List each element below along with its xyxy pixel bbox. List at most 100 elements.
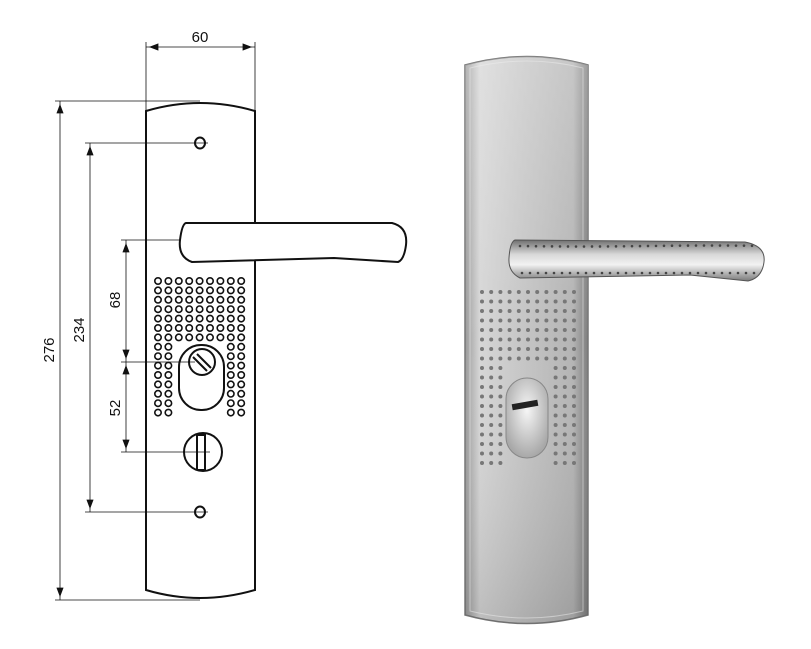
dot [498, 432, 503, 437]
dot [507, 337, 512, 342]
photo-handle-dots [518, 244, 756, 275]
dot [164, 314, 173, 323]
dot [226, 305, 235, 314]
dot [185, 286, 194, 295]
dot [480, 375, 484, 380]
dot [560, 271, 564, 275]
dot [550, 245, 554, 248]
dot [553, 337, 558, 342]
dot [226, 323, 235, 332]
dot [742, 244, 746, 247]
dot [237, 323, 246, 332]
dot [498, 375, 503, 380]
dot [480, 290, 484, 294]
dot [174, 305, 183, 314]
dot [237, 352, 246, 361]
dot [489, 290, 494, 294]
dot [489, 299, 494, 304]
dot [226, 399, 235, 408]
dot [489, 413, 494, 418]
dot [606, 245, 610, 248]
dot [237, 408, 246, 417]
dot [562, 404, 567, 408]
dot [572, 404, 576, 408]
dot [670, 244, 674, 247]
dot [562, 413, 567, 418]
dot [195, 286, 204, 295]
dot [507, 318, 512, 323]
cylinder-escutcheon [178, 344, 225, 411]
dot [237, 295, 246, 304]
dot [195, 333, 204, 342]
dot [702, 244, 706, 247]
dot [584, 271, 588, 275]
dot [572, 451, 576, 456]
dot [572, 337, 576, 342]
dot [195, 314, 204, 323]
dot [632, 271, 636, 275]
dot [544, 271, 548, 275]
dim-width-label: 60 [192, 29, 209, 46]
dot [516, 328, 521, 332]
dot [516, 347, 521, 351]
dot [572, 413, 576, 418]
dot [507, 299, 512, 304]
dot [154, 276, 163, 285]
dim-cylinder-thumbturn-label: 52 [107, 400, 124, 417]
dot [185, 295, 194, 304]
dot [536, 271, 540, 275]
dot [646, 244, 650, 248]
dot [216, 295, 225, 304]
dot [553, 366, 558, 370]
dot [592, 271, 596, 275]
dot [630, 244, 634, 248]
dot [526, 244, 530, 248]
dot [237, 286, 246, 295]
dot [562, 451, 567, 456]
dot [624, 271, 628, 275]
dot [507, 328, 512, 332]
dot [535, 318, 540, 323]
dot [154, 286, 163, 295]
dot [185, 305, 194, 314]
dot [566, 245, 570, 248]
dot [498, 290, 503, 294]
dot [226, 295, 235, 304]
dot [498, 423, 503, 427]
dot [553, 451, 558, 456]
dot [480, 299, 484, 304]
dot [480, 385, 484, 389]
dot [638, 244, 642, 248]
dot [528, 271, 532, 275]
dot [206, 295, 215, 304]
dot [480, 366, 484, 370]
dot [164, 389, 173, 398]
dot [226, 314, 235, 323]
dot [553, 413, 558, 418]
dot [498, 356, 503, 361]
dot [174, 314, 183, 323]
dot [535, 290, 540, 294]
handle-outline [178, 222, 408, 264]
dot [226, 352, 235, 361]
dot [526, 309, 530, 313]
dot [718, 244, 722, 247]
dot [154, 352, 163, 361]
dot [558, 245, 562, 248]
dot [164, 323, 173, 332]
dot [576, 271, 580, 275]
dot [553, 432, 558, 437]
dot [712, 271, 716, 275]
dot [562, 432, 567, 437]
dot [498, 404, 503, 408]
dot [572, 347, 576, 351]
dot [174, 286, 183, 295]
dot [614, 245, 618, 248]
dot [154, 305, 163, 314]
dot [544, 299, 549, 304]
dot [535, 356, 540, 361]
photo-dot-pattern [480, 290, 576, 465]
dot [480, 442, 484, 446]
dot [562, 423, 567, 427]
dot [616, 271, 620, 275]
